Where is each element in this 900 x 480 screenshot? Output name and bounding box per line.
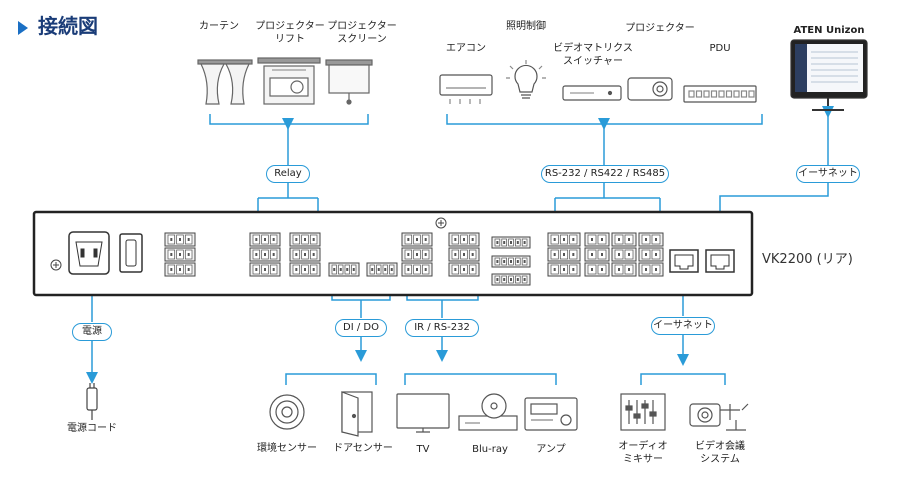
terminal-block: [249, 262, 281, 277]
amplifier-icon: [524, 397, 578, 431]
air-conditioner-icon: [439, 74, 493, 104]
terminal-block: [547, 262, 581, 277]
power-pill: 電源: [72, 323, 112, 341]
terminal-block: [328, 262, 360, 277]
terminal-block: [401, 262, 433, 277]
video-matrix-switcher-icon: [562, 85, 622, 101]
relay-pill: Relay: [266, 165, 310, 183]
terminal-block: [289, 232, 321, 247]
terminal-block: [289, 262, 321, 277]
terminal-block: [448, 262, 480, 277]
power-switch-icon: [119, 233, 143, 273]
bluray-label: Blu-ray: [472, 444, 508, 455]
projector-label: プロジェクター: [625, 23, 695, 34]
ground-screw-icon: [50, 259, 62, 271]
page-title: 接続図: [18, 10, 98, 39]
terminal-block: [448, 247, 480, 262]
projector-screen-icon: [325, 59, 373, 105]
rs-serial-pill: RS-232 / RS422 / RS485: [541, 165, 669, 183]
terminal-block: [491, 255, 531, 268]
ethernet-bottom-pill: イーサネット: [651, 317, 715, 335]
dido-pill: DI / DO: [335, 319, 387, 337]
power-cord-label: 電源コード: [67, 423, 117, 434]
connector-lines: [86, 106, 834, 385]
title-text: 接続図: [38, 14, 98, 38]
video-conf-label: ビデオ会議 システム: [695, 441, 745, 465]
environment-sensor-icon: [269, 394, 305, 430]
terminal-block: [164, 247, 196, 262]
unizon-monitor-icon: [790, 39, 868, 111]
door-sensor-label: ドアセンサー: [333, 443, 393, 454]
ethernet-port-icon: [705, 249, 735, 273]
terminal-block: [584, 262, 610, 277]
projector-lift-icon: [257, 57, 321, 105]
ethernet-top-pill: イーサネット: [796, 165, 860, 183]
device-name: VK2200 (リア): [762, 252, 853, 267]
bluray-player-icon: [458, 393, 518, 431]
amp-label: アンプ: [536, 444, 566, 455]
door-sensor-icon: [341, 391, 373, 437]
audio-mixer-icon: [620, 393, 666, 431]
projector-icon: [627, 77, 673, 101]
audio-mixer-label: オーディオ ミキサー: [618, 441, 668, 465]
video-conference-camera-icon: [689, 403, 749, 431]
curtain-label: カーテン: [199, 21, 239, 32]
terminal-block: [638, 247, 664, 262]
terminal-block: [491, 273, 531, 286]
terminal-block: [401, 247, 433, 262]
video-matrix-label: ビデオマトリクス スイッチャー: [553, 43, 633, 67]
terminal-block: [491, 236, 531, 249]
terminal-block: [638, 232, 664, 247]
tv-label: TV: [416, 444, 430, 455]
terminal-block: [611, 262, 637, 277]
terminal-block: [289, 247, 321, 262]
screw-icon: [435, 217, 447, 229]
terminal-block: [584, 232, 610, 247]
terminal-block: [584, 247, 610, 262]
terminal-block: [547, 247, 581, 262]
triangle-icon: [18, 20, 28, 35]
terminal-blocks: [164, 232, 664, 286]
power-cord-icon: [86, 383, 98, 420]
terminal-block: [611, 232, 637, 247]
ir-rs232-pill: IR / RS-232: [405, 319, 479, 337]
terminal-block: [401, 232, 433, 247]
ethernet-port-icon: [669, 249, 699, 273]
tv-icon: [396, 393, 450, 433]
lighting-control-label: 照明制御: [506, 21, 546, 32]
terminal-block: [249, 247, 281, 262]
light-bulb-icon: [506, 60, 546, 99]
pdu-label: PDU: [709, 43, 731, 54]
terminal-block: [164, 262, 196, 277]
aircon-label: エアコン: [446, 43, 486, 54]
terminal-block: [164, 232, 196, 247]
terminal-block: [638, 262, 664, 277]
pdu-icon: [683, 85, 757, 103]
terminal-block: [448, 232, 480, 247]
terminal-block: [249, 232, 281, 247]
curtain-icon: [197, 59, 253, 105]
env-sensor-label: 環境センサー: [257, 443, 317, 454]
projector-lift-label: プロジェクター リフト: [255, 21, 325, 45]
terminal-block: [611, 247, 637, 262]
terminal-block: [547, 232, 581, 247]
power-inlet-icon: [68, 231, 110, 275]
terminal-block: [366, 262, 398, 277]
unizon-label: ATEN Unizon: [793, 25, 865, 36]
projector-screen-label: プロジェクター スクリーン: [327, 21, 397, 45]
